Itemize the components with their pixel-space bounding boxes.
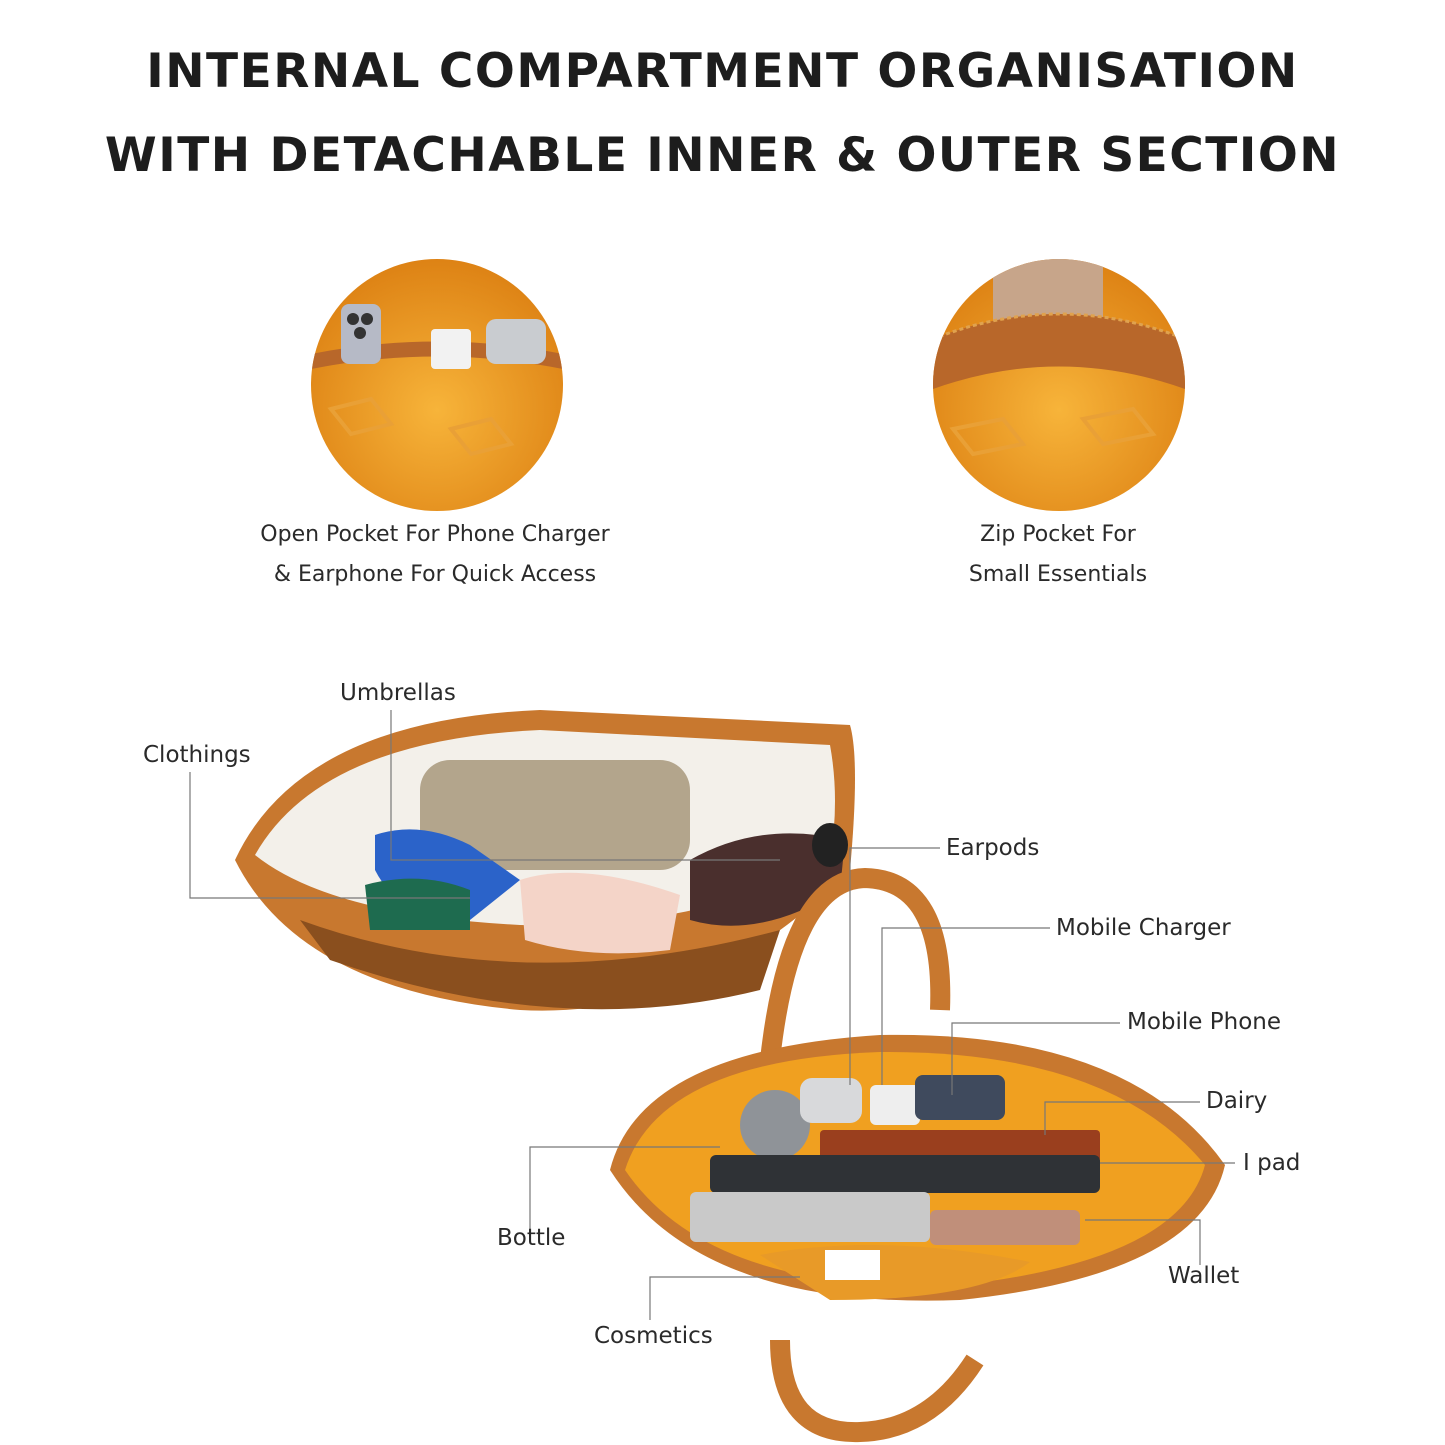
callout-mobile-charger: Mobile Charger [1056,915,1231,941]
caption-line: & Earphone For Quick Access [273,562,597,587]
zip-pocket-photo [933,259,1185,511]
callout-dairy: Dairy [1206,1088,1268,1114]
open-pocket-photo [311,259,563,511]
callout-mobile-phone: Mobile Phone [1127,1009,1282,1035]
outer-bag [610,867,1225,1443]
caption-line: Zip Pocket For [980,522,1136,547]
zip-pocket-caption: Zip Pocket For Small Essentials [900,515,1216,595]
caption-line: Small Essentials [968,562,1148,587]
callout-bottle: Bottle [497,1225,566,1251]
callout-umbrellas: Umbrellas [340,680,456,706]
heading-line-2: WITH DETACHABLE INNER & OUTER SECTION [104,128,1341,183]
callout-earpods: Earpods [946,835,1040,861]
open-pocket-caption: Open Pocket For Phone Charger & Earphone… [230,515,640,595]
heading-line-1: INTERNAL COMPARTMENT ORGANISATION [146,44,1299,99]
callout-ipad: I pad [1243,1150,1301,1176]
callout-clothings: Clothings [143,742,251,768]
leader-lines [189,710,1235,1320]
caption-line: Open Pocket For Phone Charger [260,522,610,547]
callout-cosmetics: Cosmetics [594,1323,713,1349]
callout-wallet: Wallet [1168,1263,1240,1289]
